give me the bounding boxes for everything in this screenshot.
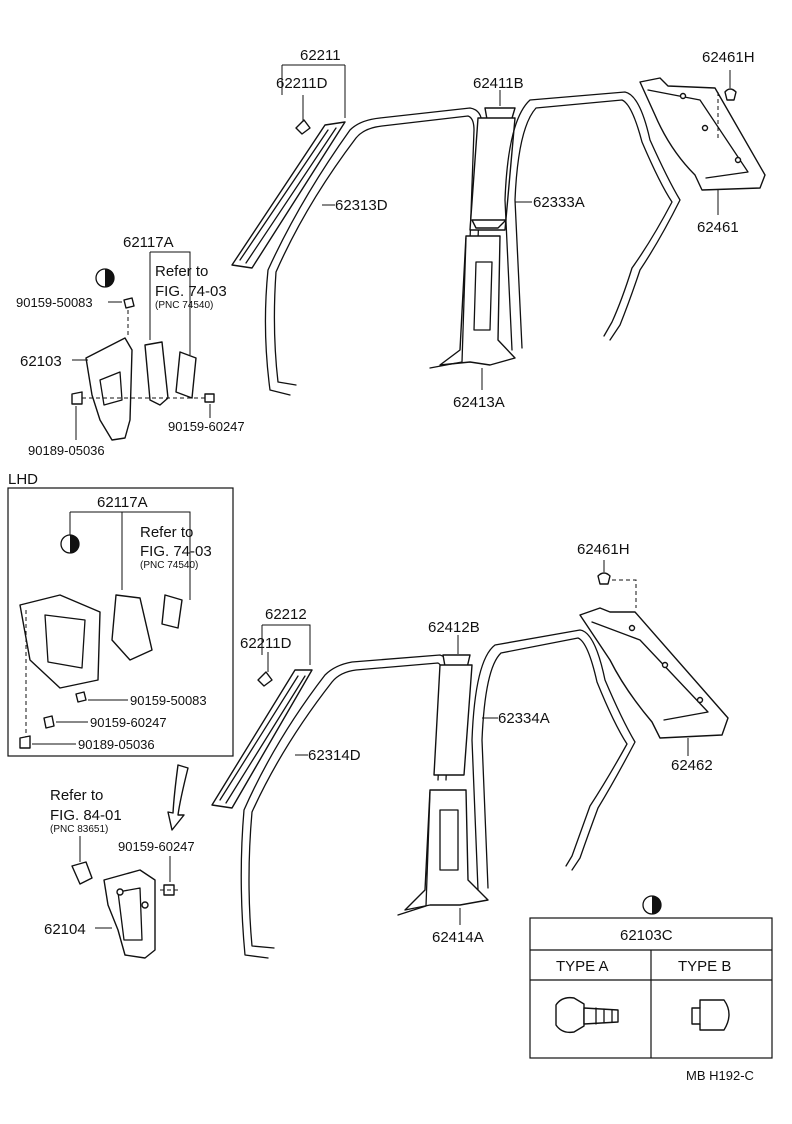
label-62414a: 62414A [432, 929, 484, 946]
label-90159-50083-top: 90159-50083 [16, 295, 93, 310]
ref-lhd-line1: Refer to [140, 524, 193, 541]
ref-lhd-line3: (PNC 74540) [140, 560, 198, 571]
label-62313d: 62313D [335, 197, 388, 214]
pillar-garnish-62211 [231, 119, 346, 269]
ref-bottom-line3: (PNC 83651) [50, 824, 108, 835]
footer-code: MB H192-C [686, 1068, 754, 1083]
clip-90159-50083-lhd [75, 691, 87, 703]
lhd-label: LHD [8, 471, 38, 488]
clip-bottom-ref [71, 861, 93, 885]
ref-lhd-line2: FIG. 74-03 [140, 543, 212, 560]
label-62211d-top: 62211D [276, 75, 328, 92]
label-62117a-lhd: 62117A [97, 494, 148, 511]
weatherstrip-62313d [264, 107, 483, 396]
ref-top-line1: Refer to [155, 263, 208, 280]
clip-62461h-bot [597, 572, 611, 585]
arrow-lhd-to-62104 [167, 764, 189, 831]
ref-top-line2: FIG. 74-03 [155, 283, 227, 300]
clip-90189-05036-top [71, 391, 83, 405]
label-62461h-bot: 62461H [577, 541, 630, 558]
weatherstrip-62314d [240, 654, 451, 959]
label-62211: 62211 [300, 47, 341, 64]
label-62103: 62103 [20, 353, 62, 370]
table-part-number: 62103C [620, 927, 673, 944]
cowl-trim-lhd [19, 594, 183, 689]
label-62412b: 62412B [428, 619, 480, 636]
table-type-b: TYPE B [678, 958, 731, 975]
clip-90189-05036-lhd [19, 735, 31, 749]
lhd-box [7, 487, 234, 757]
type-table-62103c [529, 917, 773, 1059]
ref-top-line3: (PNC 74540) [155, 300, 213, 311]
weatherstrip-62334a [471, 629, 636, 891]
label-62461: 62461 [697, 219, 739, 236]
clip-type-a-drawing [555, 996, 619, 1034]
label-62211d-bot: 62211D [240, 635, 292, 652]
clip-type-b-drawing [691, 999, 730, 1031]
label-62462: 62462 [671, 757, 713, 774]
center-pillar-62412b-62414a [397, 654, 489, 916]
halfmoon-marker-table [642, 895, 662, 915]
label-62413a: 62413A [453, 394, 505, 411]
halfmoon-marker-lhd [60, 534, 80, 554]
label-62461h-top: 62461H [702, 49, 755, 66]
table-type-a: TYPE A [556, 958, 609, 975]
label-62104: 62104 [44, 921, 86, 938]
quarter-trim-62461 [639, 77, 766, 191]
label-62411b: 62411B [473, 75, 524, 92]
ref-bottom-line2: FIG. 84-01 [50, 807, 122, 824]
label-62314d: 62314D [308, 747, 361, 764]
label-62117a-top: 62117A [123, 234, 174, 251]
halfmoon-marker-top [95, 268, 115, 288]
screw-90159-60247-lhd [43, 715, 55, 729]
label-90159-60247-bot: 90159-60247 [118, 839, 195, 854]
label-62212: 62212 [265, 606, 307, 623]
label-62334a: 62334A [498, 710, 550, 727]
label-90159-50083-lhd: 90159-50083 [130, 693, 207, 708]
ref-bottom-line1: Refer to [50, 787, 103, 804]
pillar-garnish-62212 [211, 669, 313, 809]
label-90189-05036-top: 90189-05036 [28, 443, 105, 458]
cowl-trim-62104 [103, 869, 156, 959]
weatherstrip-62333a [504, 91, 681, 351]
screw-90159-60247-top [204, 393, 215, 403]
clip-90159-50083-top [123, 297, 135, 309]
center-pillar-62411b-62413a [429, 107, 516, 369]
label-90159-60247-top: 90159-60247 [168, 419, 245, 434]
quarter-trim-62462 [579, 607, 729, 739]
clip-62461h-top [724, 88, 737, 101]
label-90159-60247-lhd: 90159-60247 [90, 715, 167, 730]
cowl-trim-62103 [85, 337, 197, 441]
label-90189-05036-lhd: 90189-05036 [78, 737, 155, 752]
label-62333a: 62333A [533, 194, 585, 211]
